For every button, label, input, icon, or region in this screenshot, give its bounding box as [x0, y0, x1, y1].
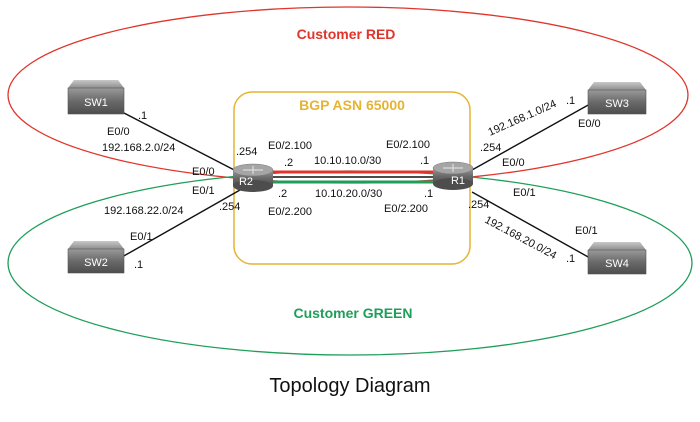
r2-subif-200-label: E0/2.200 [268, 206, 312, 218]
switch-sw3: SW3 [587, 82, 647, 115]
r2-red-host-label: .254 [236, 146, 257, 158]
r2-e01-label: E0/1 [192, 185, 215, 197]
r2-label: R2 [239, 176, 253, 188]
r1-subif-200-label: E0/2.200 [384, 203, 428, 215]
router-r1: R1 [432, 161, 474, 190]
switch-sw2: SW2 [67, 241, 125, 274]
r2-green-host-label: .254 [219, 201, 240, 213]
sw2-host-label: .1 [134, 259, 143, 271]
switch-sw1: SW1 [67, 80, 125, 115]
sw1-interface-label: E0/0 [107, 126, 130, 138]
sw1-network-label: 192.168.2.0/24 [102, 142, 175, 154]
sw2-label: SW2 [84, 257, 108, 269]
router-r2: R2 [232, 163, 274, 192]
link-sw3-r1 [471, 103, 591, 171]
r1-subif-200-host: .1 [424, 188, 433, 200]
customer-red-title: Customer RED [297, 26, 396, 42]
sw2-network-label: 192.168.22.0/24 [104, 205, 184, 217]
r1-e00-label: E0/0 [502, 157, 525, 169]
r2-subif-100-host: .2 [284, 157, 293, 169]
diagram-caption: Topology Diagram [269, 375, 430, 397]
green-transit-network: 10.10.20.0/30 [315, 188, 382, 200]
r2-subif-200-host: .2 [278, 188, 287, 200]
sw4-label: SW4 [605, 258, 629, 270]
sw1-host-label: .1 [138, 110, 147, 122]
sw1-label: SW1 [84, 97, 108, 109]
r1-label: R1 [451, 175, 465, 187]
sw4-interface-label: E0/1 [575, 225, 598, 237]
sw3-host-label: .1 [566, 95, 575, 107]
sw4-network-label: 192.168.20.0/24 [483, 214, 559, 262]
r1-e01-label: E0/1 [513, 187, 536, 199]
r1-green-host-label: .254 [468, 199, 489, 211]
sw2-interface-label: E0/1 [130, 231, 153, 243]
r2-e00-label: E0/0 [192, 166, 215, 178]
sw3-interface-label: E0/0 [578, 118, 601, 130]
r1-subif-100-label: E0/2.100 [386, 139, 430, 151]
sw3-network-label: 192.168.1.0/24 [486, 98, 558, 139]
link-sw2-r2 [121, 189, 241, 258]
r1-subif-100-host: .1 [420, 155, 429, 167]
r1-red-host-label: .254 [480, 142, 501, 154]
switch-sw4: SW4 [587, 242, 647, 275]
bgp-asn-title: BGP ASN 65000 [299, 97, 405, 113]
red-transit-network: 10.10.10.0/30 [314, 155, 381, 167]
link-sw4-r1 [471, 191, 591, 259]
sw4-host-label: .1 [566, 253, 575, 265]
link-sw1-r2 [121, 111, 243, 175]
r2-subif-100-label: E0/2.100 [268, 140, 312, 152]
sw3-label: SW3 [605, 98, 629, 110]
customer-green-title: Customer GREEN [293, 305, 412, 321]
